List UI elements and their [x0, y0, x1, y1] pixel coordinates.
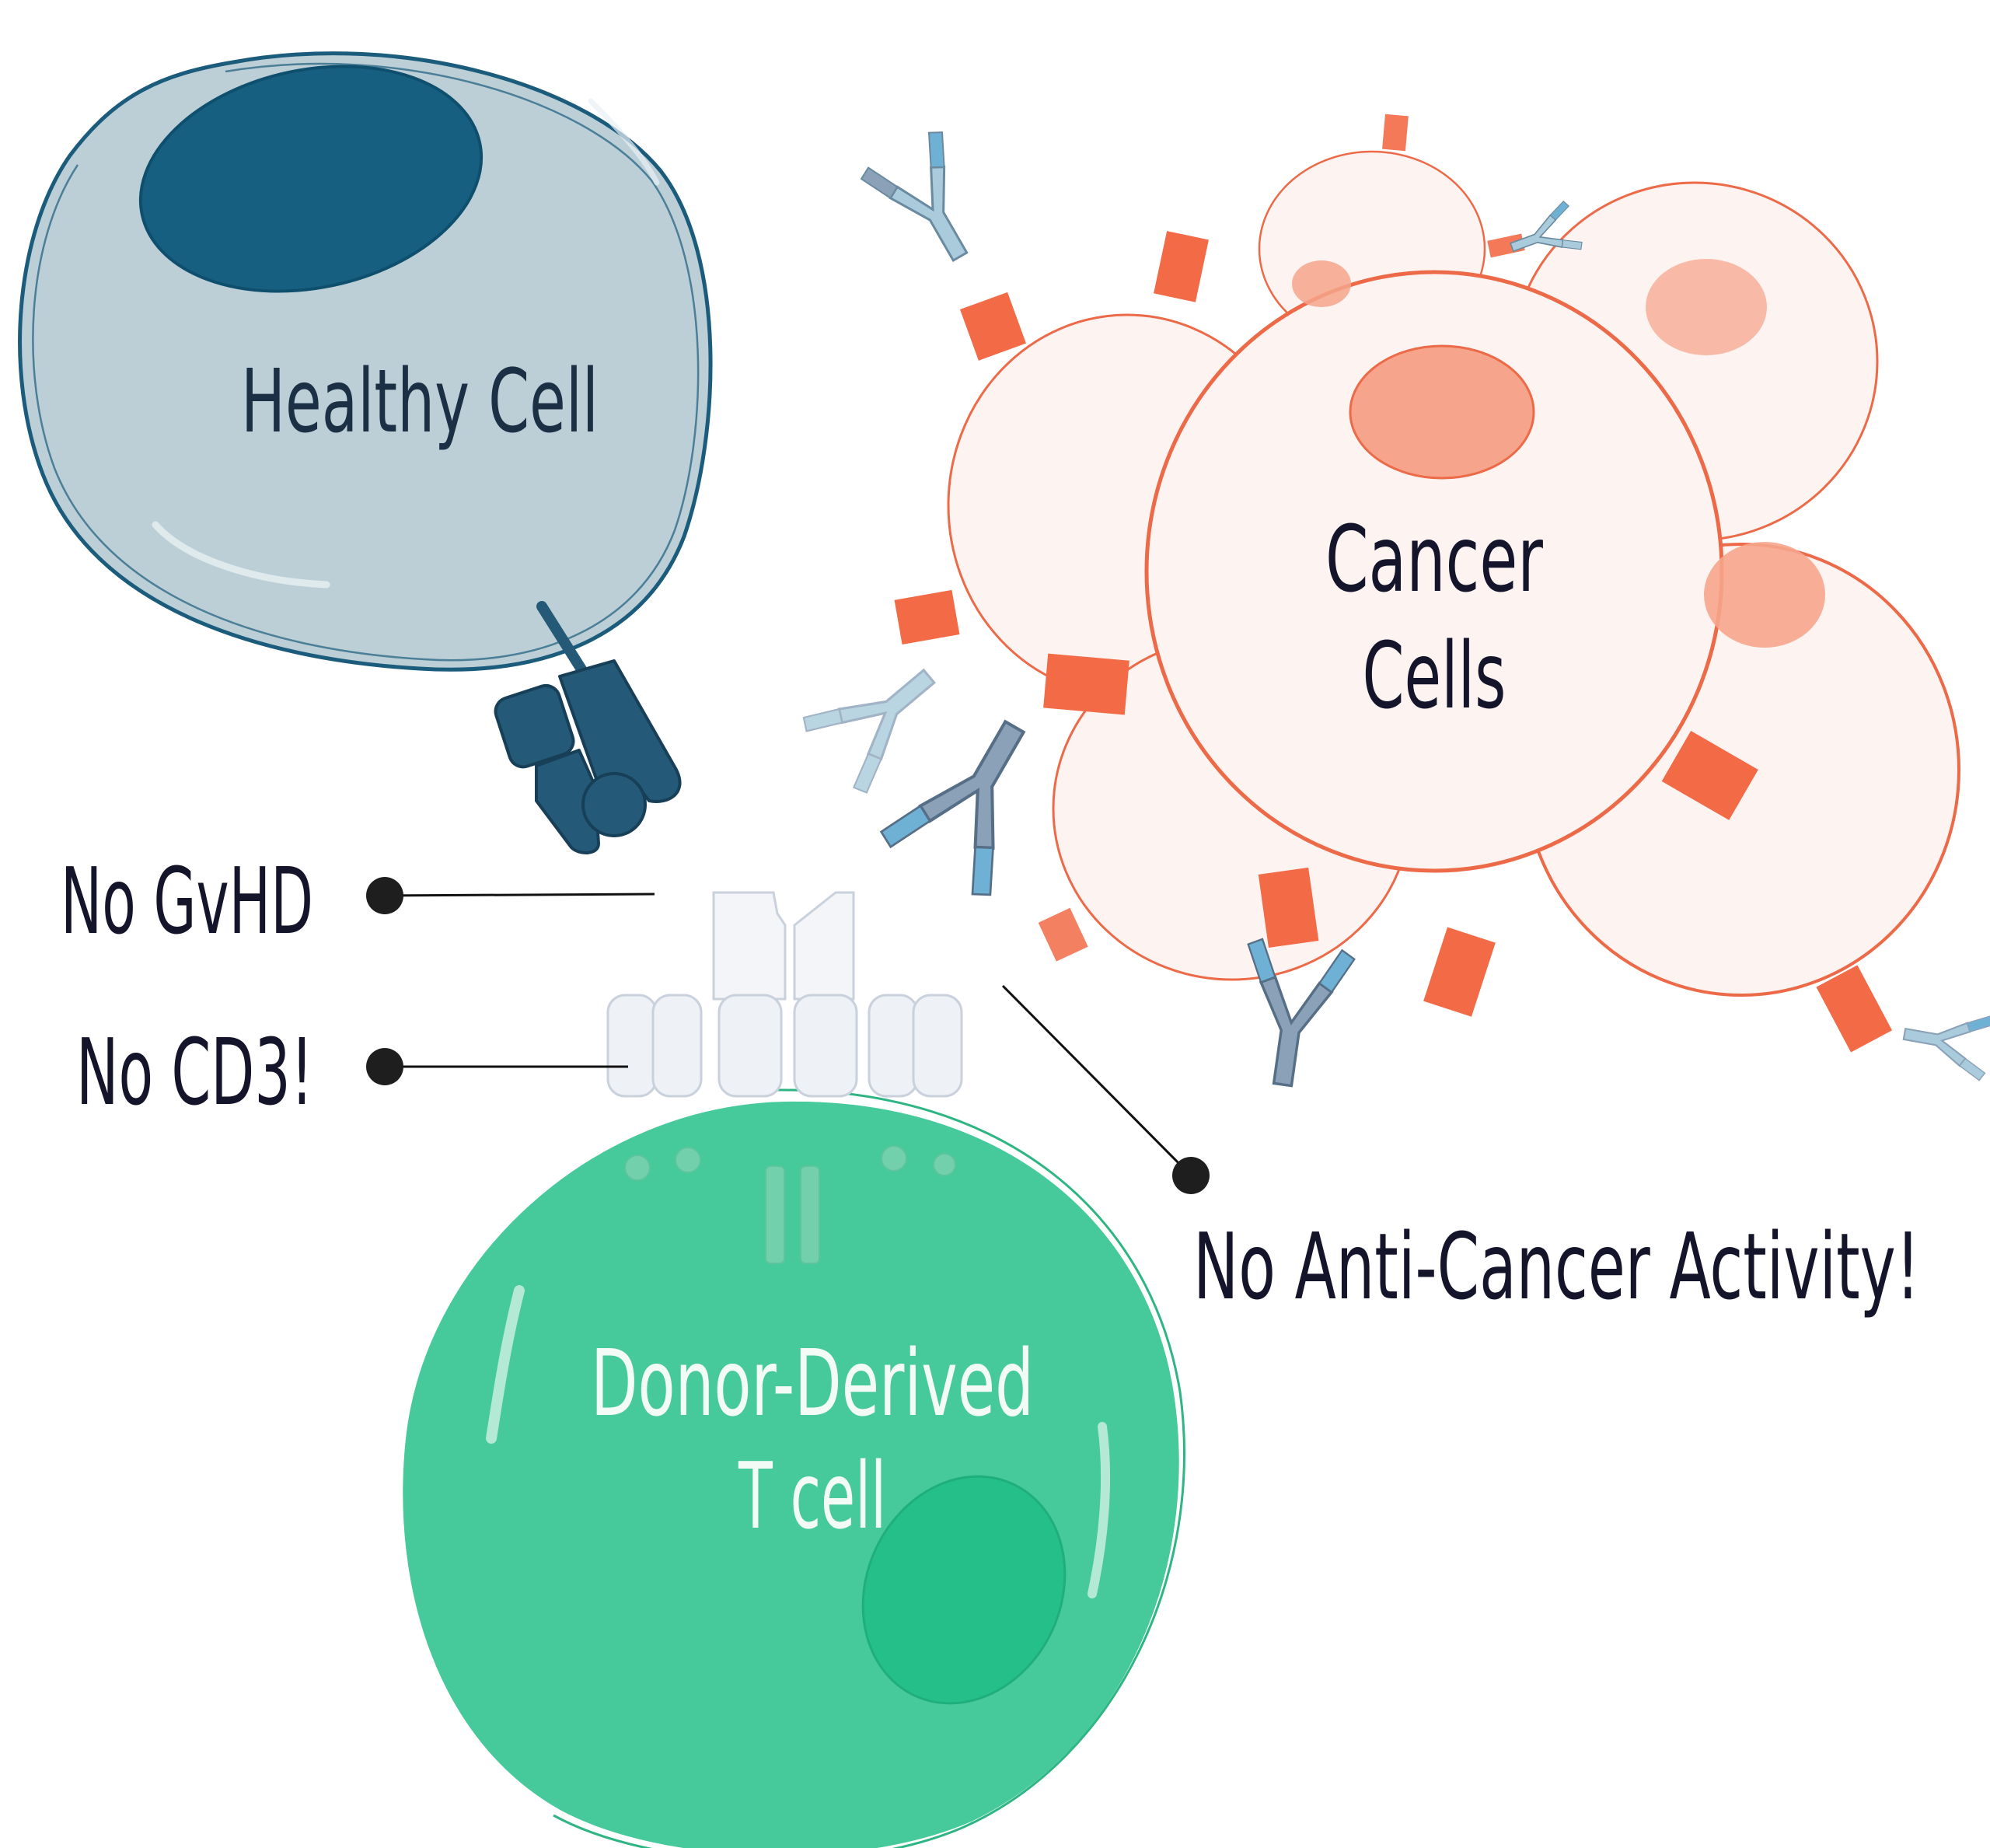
t-cell-label-line1: Donor-Derived — [591, 1329, 1034, 1437]
cancer-nucleus-right — [1646, 259, 1767, 355]
tumor-antigen — [1038, 907, 1088, 962]
callout-anticancer-line — [1001, 984, 1192, 1177]
cd3-tails-ghost — [624, 1145, 956, 1264]
tumor-antigen — [1154, 231, 1209, 302]
cd3-domain-ghost — [868, 994, 919, 1098]
tumor-antigen — [1816, 965, 1893, 1053]
healthy-cell-nucleus — [138, 65, 484, 293]
tumor-antigen — [1423, 927, 1496, 1017]
tcr-beta-ghost — [793, 891, 855, 1001]
t-cell: Donor-Derived T cell — [400, 1088, 1185, 1848]
cd3-domain-ghost — [912, 994, 963, 1098]
antibody — [1247, 938, 1356, 1088]
tumor-antigens — [894, 114, 1893, 1053]
healthy-cell: Healthy Cell — [18, 51, 713, 672]
callout-cd3-dot — [366, 1048, 403, 1085]
callout-anticancer-dot — [1172, 1157, 1210, 1194]
antibody — [860, 131, 969, 263]
cd3-domain-ghost — [717, 994, 783, 1098]
t-cell-highlight — [486, 1285, 525, 1444]
healthy-cell-highlight — [152, 521, 330, 589]
callout-cd3-label: No CD3! — [76, 1018, 313, 1126]
mhc-receptor-domain-1 — [494, 683, 575, 769]
t-cell-highlight-2 — [1088, 1422, 1111, 1598]
tcr-alpha-ghost — [712, 891, 787, 1001]
t-cell-outline-sketch — [553, 1088, 1185, 1848]
tumor-antigen — [1043, 653, 1129, 715]
antibody — [1510, 201, 1583, 253]
t-cell-label-line2: T cell — [738, 1442, 886, 1549]
cd3-domain-ghost — [606, 994, 658, 1098]
tcr-cd3-complex-ghost — [606, 891, 963, 1264]
antibody — [879, 719, 1026, 896]
healthy-cell-outline-sketch — [32, 62, 700, 662]
antibody — [802, 668, 936, 794]
cancer-nuclei — [1292, 259, 1825, 648]
cancer-cell-cluster — [947, 150, 1960, 997]
tumor-antigen — [1382, 114, 1409, 152]
callout-anticancer-label: No Anti-Cancer Activity! — [1193, 1213, 1920, 1320]
callout-gvhd-label: No GvHD — [61, 847, 313, 955]
tumor-antigen — [1661, 730, 1758, 820]
healthy-cell-highlight-2 — [588, 98, 660, 186]
callout-gvhd: No GvHD — [61, 847, 655, 955]
t-cell-nucleus — [861, 1475, 1067, 1705]
mhc-receptor-alpha-chain — [558, 659, 682, 803]
mhc-receptor — [494, 601, 682, 854]
healthy-cell-label: Healthy Cell — [241, 351, 599, 452]
tumor-antigen — [959, 292, 1026, 361]
mhc-receptor-beta2m — [581, 772, 647, 837]
cancer-nucleus-main — [1349, 344, 1535, 480]
cancer-cells-label-line1: Cancer — [1325, 505, 1543, 613]
cancer-cells-label-line2: Cells — [1363, 622, 1506, 729]
callout-anticancer: No Anti-Cancer Activity! — [1001, 984, 1920, 1320]
callout-gvhd-line — [384, 893, 655, 897]
tumor-antigen — [1258, 867, 1319, 948]
callout-gvhd-dot — [366, 877, 403, 914]
cd3-domain-ghost — [651, 994, 703, 1098]
tumor-antigen — [1487, 233, 1525, 258]
antibody — [1902, 1015, 1990, 1081]
callout-cd3: No CD3! — [76, 1018, 628, 1126]
tumor-antigen — [894, 589, 960, 645]
cd3-domain-ghost — [793, 994, 858, 1098]
cancer-nucleus-top — [1292, 260, 1351, 307]
cancer-nucleus-lower-right — [1704, 542, 1825, 648]
